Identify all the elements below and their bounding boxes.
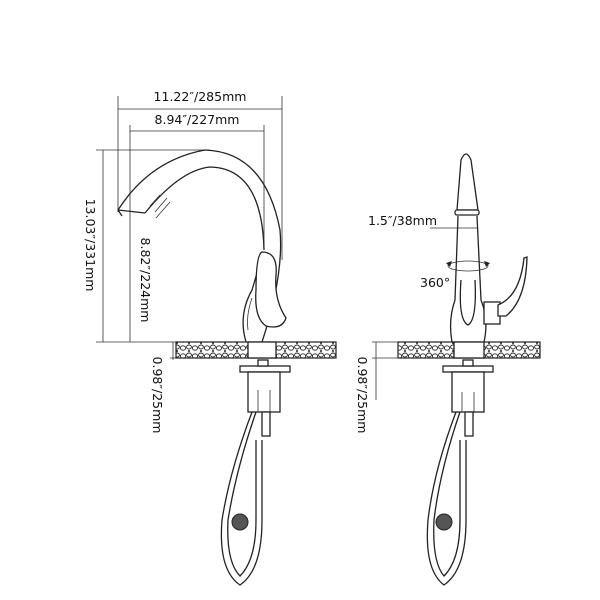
mounting-hole — [247, 341, 277, 359]
gooseneck-spout — [117, 149, 282, 343]
lever-handle — [483, 256, 528, 325]
front-view: 1.5″/38mm 360° 0.98″/25mm — [355, 153, 541, 586]
overall-height-label: 13.03″/331mm — [83, 199, 98, 292]
hose-weight — [435, 513, 453, 531]
side-view: 11.22″/285mm 8.94″/227mm 13.03″/331mm 8.… — [83, 89, 337, 586]
rotation-arrow-icon — [446, 260, 490, 272]
dimension-lines — [96, 96, 283, 360]
hose-weight — [231, 513, 249, 531]
overall-width-label: 11.22″/285mm — [154, 89, 247, 104]
under-counter-assembly — [220, 359, 291, 586]
rotation-label: 360° — [420, 275, 450, 290]
spray-head — [454, 153, 480, 216]
under-counter-assembly — [426, 359, 494, 586]
spray-head-diameter-label: 1.5″/38mm — [368, 213, 437, 228]
spout-reach-label: 8.94″/227mm — [155, 112, 240, 127]
deck-dimension — [372, 341, 398, 400]
faucet-neck — [449, 215, 487, 343]
front-deck-thickness-label: 0.98″/25mm — [355, 357, 370, 434]
deck-thickness-label: 0.98″/25mm — [150, 357, 165, 434]
mounting-hole — [453, 341, 485, 359]
spout-height-label: 8.82″/224mm — [138, 238, 153, 323]
faucet-body — [242, 251, 287, 343]
